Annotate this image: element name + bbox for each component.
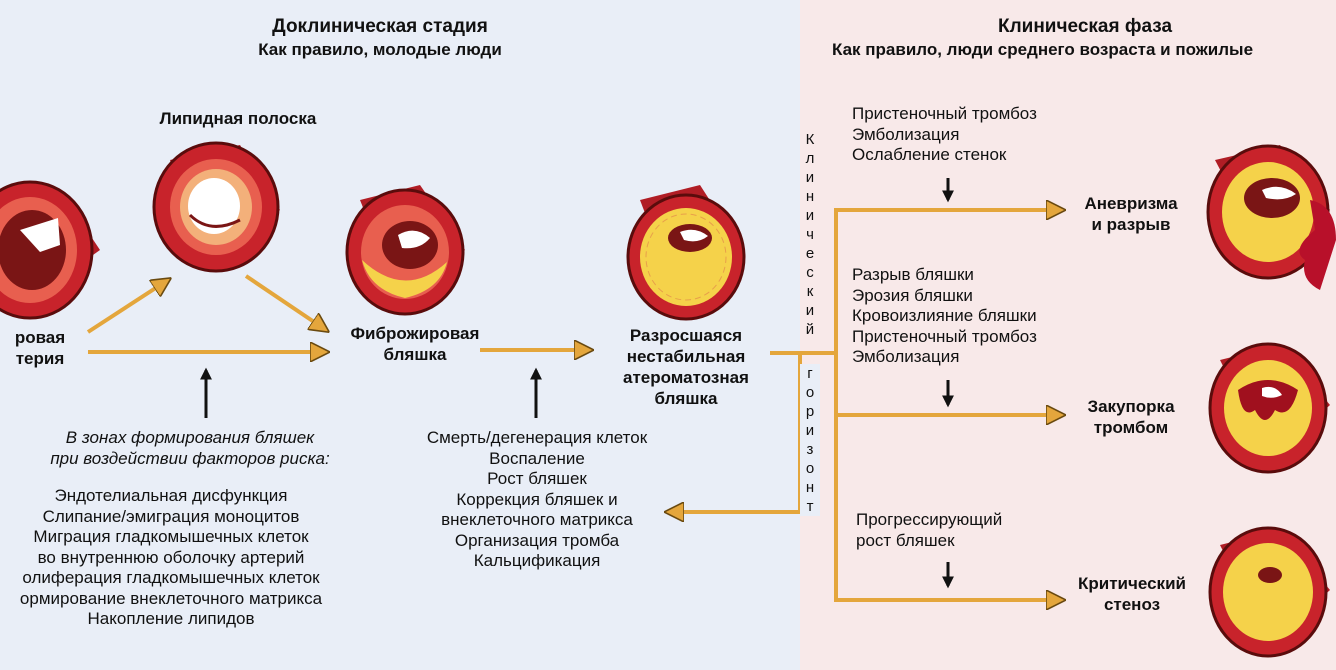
list-item: во внутреннюю оболочку артерий — [37, 547, 305, 567]
thrombosis-causes: Разрыв бляшки Эрозия бляшки Кровоизлияни… — [852, 265, 1037, 368]
list-item: Смерть/дегенерация клеток — [426, 428, 648, 447]
normal-artery-label: ровая терия — [14, 328, 66, 368]
thrombosis-label: Закупорка тромбом — [1087, 397, 1175, 437]
list-item: Воспаление — [489, 448, 585, 468]
unstable-plaque-label: Разросшаяся нестабильная атероматозная б… — [623, 326, 749, 408]
list-item: Коррекция бляшек и — [456, 489, 618, 509]
list-item: Пристеночный тромбоз — [852, 326, 1037, 346]
stenosis-illustration — [1208, 526, 1330, 658]
aneurysm-illustration — [1206, 144, 1336, 290]
preclinical-title: Доклиническая стадия — [272, 16, 488, 37]
list-item: Организация тромба — [454, 530, 620, 550]
stenosis-label: Критический стеноз — [1078, 574, 1186, 614]
list-item: внеклеточного матрикса — [441, 510, 633, 529]
list-item: Миграция гладкомышечных клеток — [33, 527, 309, 546]
lipid-streak-label: Липидная полоска — [159, 109, 317, 128]
list-item: Рост бляшек — [487, 469, 587, 488]
list-item: Эмболизация — [852, 124, 960, 144]
preclinical-panel — [0, 0, 800, 670]
list-item: рост бляшек — [856, 530, 955, 550]
list-item: Слипание/эмиграция моноцитов — [42, 506, 300, 526]
risk-factors-list: Эндотелиальная дисфункция Слипание/эмигр… — [0, 486, 342, 630]
risk-factors-intro: В зонах формирования бляшек при воздейст… — [50, 428, 330, 468]
list-item: Кальцификация — [473, 551, 601, 570]
preclinical-subtitle: Как правило, молодые люди — [258, 40, 502, 59]
flow-arrows — [86, 210, 1062, 600]
normal-artery-illustration — [0, 180, 100, 320]
plaque-processes-list: Смерть/дегенерация клеток Воспаление Рос… — [392, 428, 682, 572]
list-item: олиферация гладкомышечных клеток — [22, 568, 320, 587]
aneurysm-label: Аневризма и разрыв — [1084, 194, 1178, 234]
list-item: Пристеночный тромбоз — [852, 104, 1037, 123]
stenosis-causes: Прогрессирующий рост бляшек — [856, 510, 1002, 551]
fibrofatty-plaque-illustration — [345, 185, 465, 316]
list-item: Кровоизлияние бляшки — [852, 306, 1037, 325]
clinical-title: Клиническая фаза — [997, 16, 1173, 37]
list-item: Прогрессирующий — [856, 510, 1003, 529]
lipid-streak-illustration — [152, 141, 280, 273]
thrombosis-illustration — [1208, 342, 1330, 474]
clinical-subtitle: Как правило, люди среднего возраста и по… — [832, 40, 1254, 59]
list-item: Эмболизация — [852, 347, 960, 366]
list-item: Эрозия бляшки — [852, 285, 973, 305]
unstable-plaque-illustration — [626, 185, 746, 321]
list-item: ормирование внеклеточного матрикса — [19, 588, 323, 608]
list-item: Ослабление стенок — [852, 145, 1007, 164]
fibrofatty-plaque-label: Фиброжировая бляшка — [350, 324, 480, 364]
list-item: Разрыв бляшки — [852, 265, 974, 284]
list-item: Накопление липидов — [87, 609, 255, 628]
list-item: Эндотелиальная дисфункция — [54, 486, 288, 505]
aneurysm-causes: Пристеночный тромбоз Эмболизация Ослабле… — [852, 104, 1037, 166]
black-arrows — [200, 178, 954, 589]
